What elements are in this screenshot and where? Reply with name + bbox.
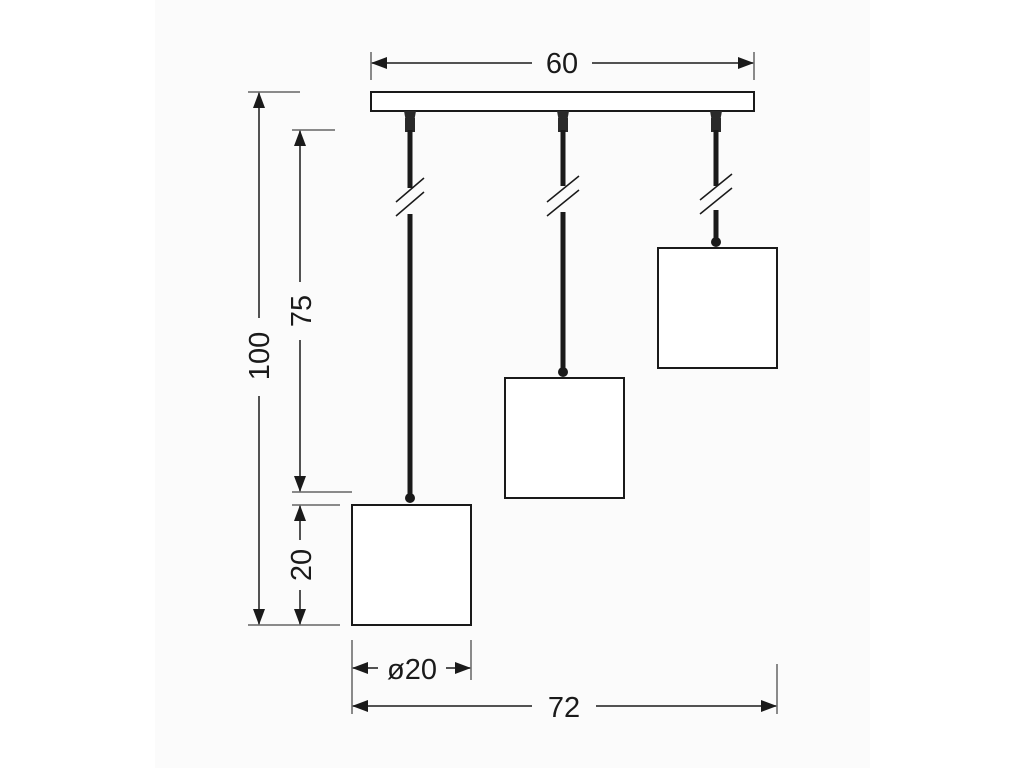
dimension-cable-length: 75 [286,129,352,493]
cable-middle [546,111,580,377]
dimension-canopy-width: 60 [370,48,755,80]
shade-left [351,504,472,626]
ceiling-canopy [370,91,755,112]
cable-left [395,111,425,503]
dimension-label-cable-length: 75 [286,295,318,327]
dimension-label-canopy-width: 60 [546,48,578,80]
dimension-label-total-width: 72 [548,692,580,724]
dimension-label-shade-diameter: ø20 [387,654,437,686]
dimension-shade-diameter: ø20 [351,640,472,714]
dimension-label-total-height: 100 [244,332,276,380]
dimension-total-width: 72 [352,664,778,724]
dimension-label-shade-height: 20 [286,549,318,581]
shade-middle [504,377,625,499]
dimension-total-height: 100 [244,91,340,626]
dimension-shade-height: 20 [286,504,340,625]
shade-right [657,247,778,369]
cable-right [699,111,733,247]
